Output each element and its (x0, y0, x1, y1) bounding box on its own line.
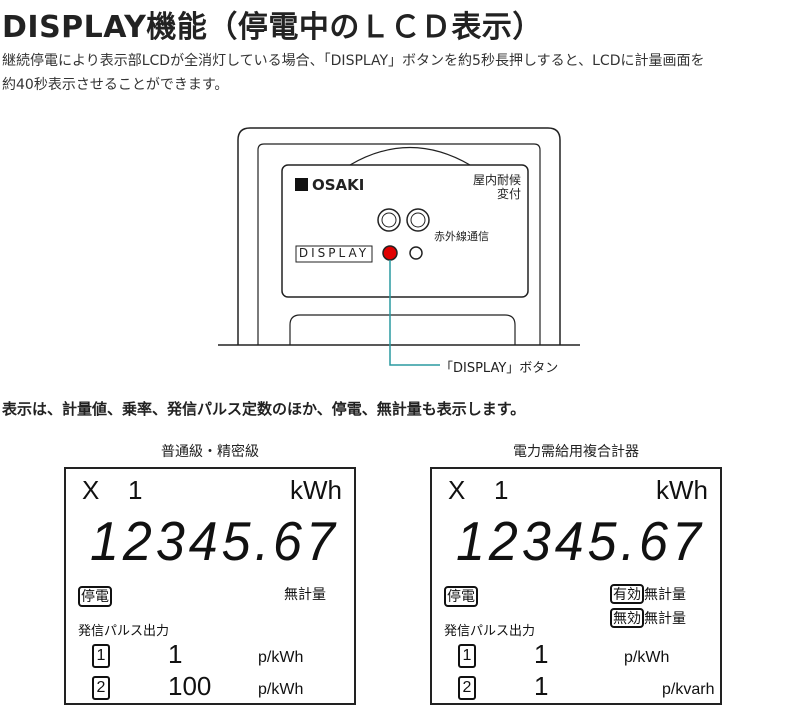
display-label: DISPLAY (298, 246, 370, 260)
rating-1: 屋内耐候 (472, 173, 521, 187)
ir-port-icon (377, 208, 401, 232)
meter-diagram (218, 127, 580, 366)
pulse-constant: 1 (534, 671, 549, 701)
no-metering-flag: 無計量 (644, 610, 686, 626)
pulse-unit: p/kWh (624, 649, 670, 666)
multiplier-x: X (448, 475, 466, 505)
no-metering-flag: 無計量 (284, 586, 326, 602)
callout-line (389, 260, 440, 366)
reading-display: 12345.67 (90, 511, 339, 573)
indicator-led-icon (409, 246, 423, 260)
outage-indicator: 停電 (444, 586, 478, 607)
pulse-output-title: 発信パルス出力 (444, 623, 536, 638)
ir-label: 赤外線通信 (434, 230, 489, 243)
description-line-2: 約40秒表示させることができます。 (2, 77, 229, 93)
rating-2: 変付 (496, 187, 521, 201)
pulse-channel-number: 2 (458, 676, 476, 700)
brand-name: OSAKI (312, 176, 365, 194)
outage-indicator: 停電 (78, 586, 112, 607)
brand-logo-square (295, 178, 308, 191)
flag-label: 有効 (610, 584, 644, 604)
description-line-1: 継続停電により表示部LCDが全消灯している場合、「DISPLAY」ボタンを約5秒… (2, 53, 705, 69)
page-title: DISPLAY機能（停電中のＬＣＤ表示） (2, 10, 543, 45)
callout-label: 「DISPLAY」ボタン (440, 361, 559, 376)
pulse-channel-number: 2 (92, 676, 110, 700)
pulse-constant: 100 (168, 671, 212, 701)
multiplier-value: 1 (494, 475, 509, 505)
ir-port-icon (406, 208, 430, 232)
meter-panel (281, 164, 529, 298)
flag-label: 無効 (610, 608, 644, 628)
lcd-caption: 電力需給用複合計器 (513, 444, 639, 460)
no-metering-flag: 無計量 (644, 586, 686, 602)
multiplier-value: 1 (128, 475, 143, 505)
pulse-unit: p/kvarh (662, 681, 715, 698)
lead-text: 表示は、計量値、乗率、発信パルス定数のほか、停電、無計量も表示します。 (2, 400, 526, 418)
reading-display: 12345.67 (456, 511, 705, 573)
lcd-caption: 普通級・精密級 (161, 444, 259, 460)
pulse-unit: p/kWh (258, 681, 304, 698)
display-button[interactable] (382, 245, 398, 261)
pulse-channel-number: 1 (458, 644, 476, 668)
pulse-channel-number: 1 (92, 644, 110, 668)
pulse-unit: p/kWh (258, 649, 304, 666)
unit: kWh (290, 475, 342, 505)
pulse-constant: 1 (534, 639, 549, 669)
unit: kWh (656, 475, 708, 505)
pulse-output-title: 発信パルス出力 (78, 623, 170, 638)
multiplier-x: X (82, 475, 100, 505)
pulse-constant: 1 (168, 639, 183, 669)
